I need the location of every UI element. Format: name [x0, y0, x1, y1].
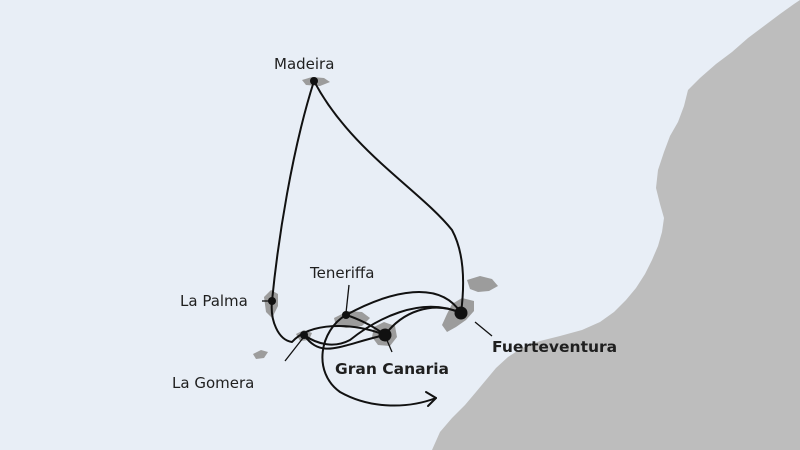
route-la-palma-madeira [271, 80, 315, 302]
africa-mainland [432, 0, 800, 450]
lanzarote-island [467, 276, 498, 292]
port-marker-teneriffa [342, 311, 350, 319]
port-label-fuerteventura: Fuerteventura [492, 338, 617, 356]
leader-la-gomera [284, 337, 304, 362]
leader-teneriffa [345, 284, 350, 314]
port-label-teneriffa: Teneriffa [309, 264, 374, 282]
port-label-gran-canaria: Gran Canaria [335, 360, 449, 378]
cruise-routes [270, 80, 465, 407]
port-marker-gran-canaria [378, 328, 392, 342]
port-marker-la-palma [268, 297, 276, 305]
leader-fuerteventura [474, 321, 493, 337]
port-label-la-palma: La Palma [180, 292, 248, 310]
el-hierro-island [253, 350, 268, 359]
port-marker-madeira [310, 77, 318, 85]
port-label-la-gomera: La Gomera [172, 374, 254, 392]
route-madeira-fuerteventura [313, 80, 465, 314]
route-gran-canaria-la-palma [270, 300, 386, 343]
route-teneriffa-south-loop [321, 314, 437, 407]
route-la-gomera-gran-canaria [303, 334, 386, 350]
route-arrowhead [425, 391, 437, 407]
port-marker-la-gomera [300, 331, 308, 339]
port-marker-fuerteventura [454, 306, 468, 320]
route-teneriffa-fuerteventura [345, 291, 462, 316]
route-fuerteventura-la-gomera [303, 305, 462, 346]
port-label-madeira: Madeira [274, 55, 334, 73]
